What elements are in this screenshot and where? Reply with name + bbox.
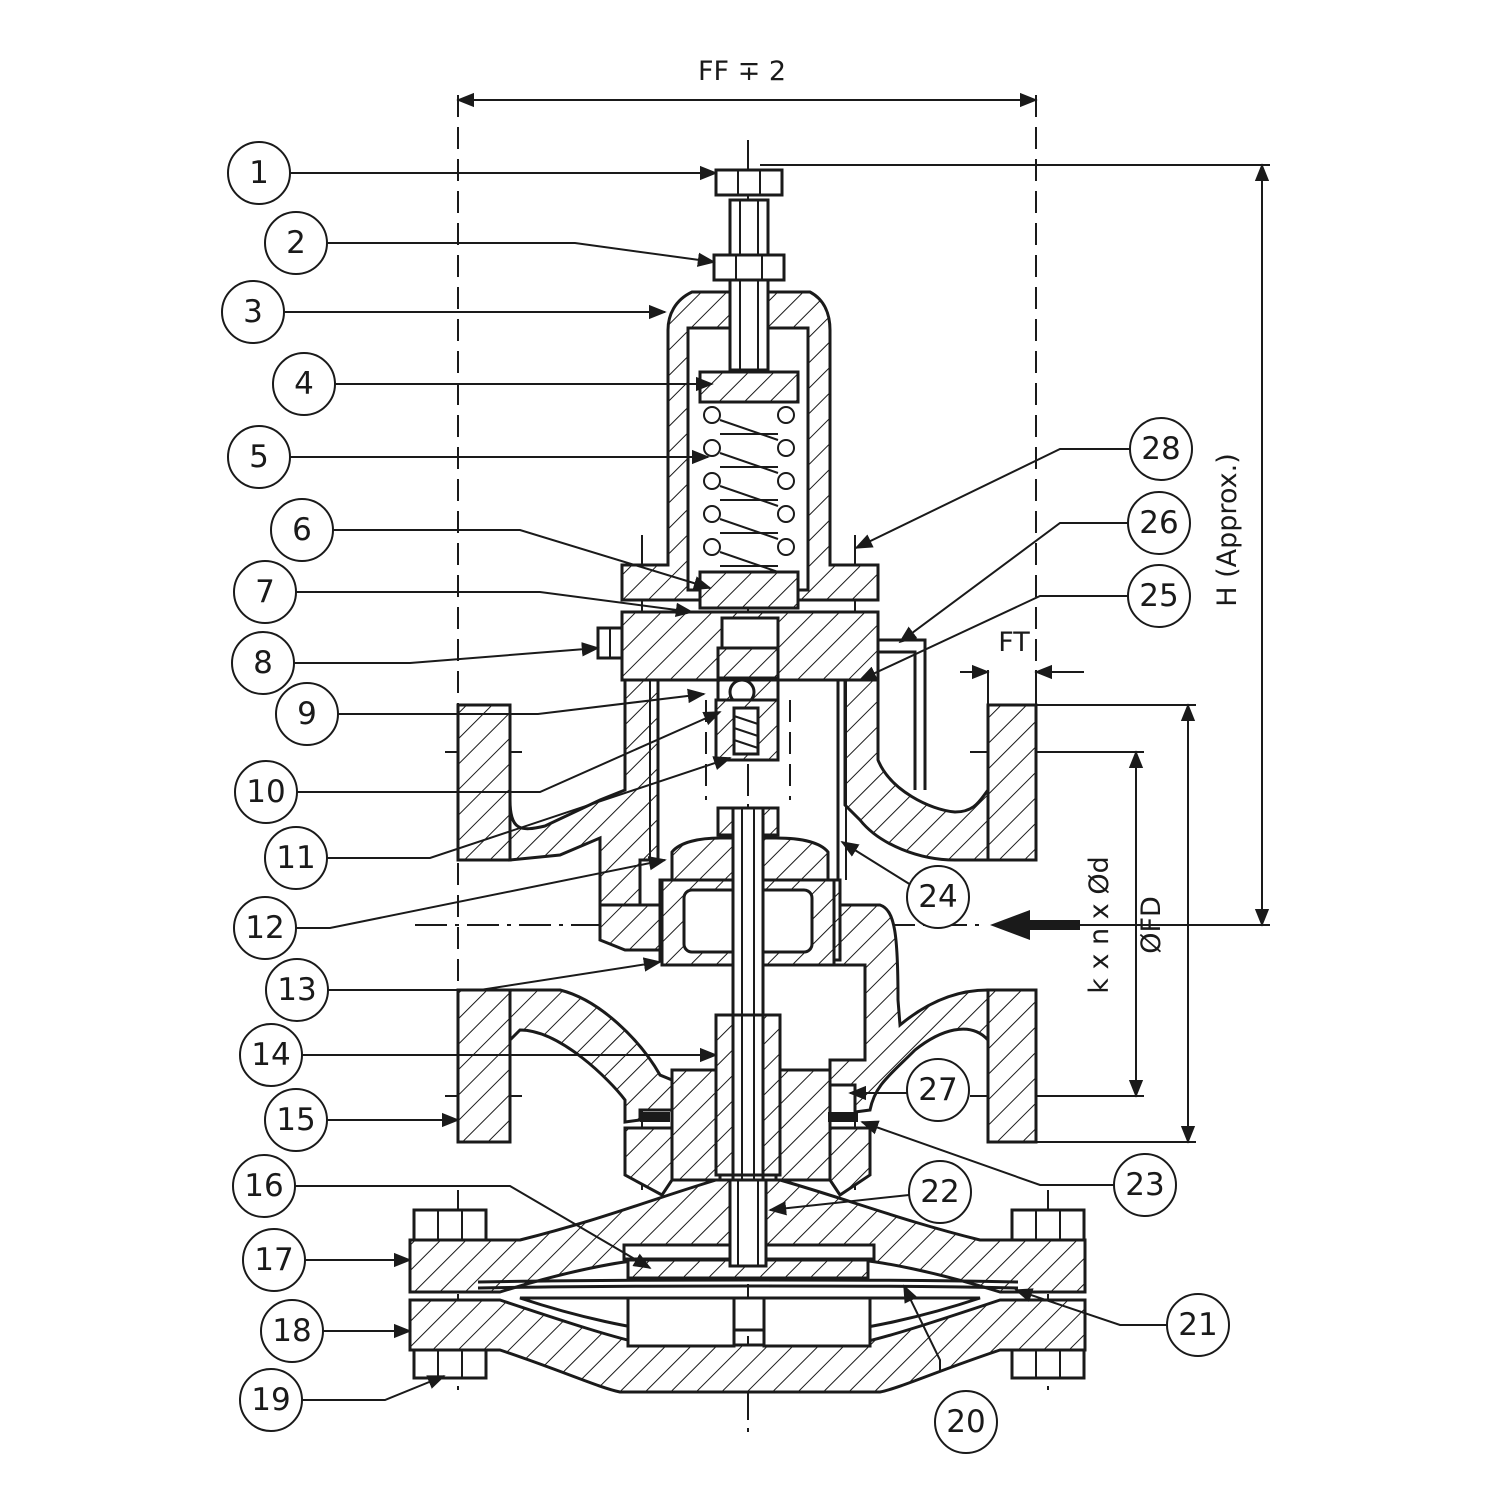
callout-27: 27 [906, 1058, 970, 1122]
svg-text:25: 25 [1139, 578, 1178, 614]
piston-assembly [640, 680, 858, 1270]
spring-coils [703, 406, 795, 589]
svg-text:15: 15 [276, 1102, 315, 1138]
callout-8: 8 [231, 631, 295, 695]
svg-text:28: 28 [1141, 431, 1180, 467]
callout-10: 10 [234, 760, 298, 824]
callout-24: 24 [906, 865, 970, 929]
svg-text:23: 23 [1125, 1167, 1164, 1203]
callout-28: 28 [1129, 417, 1193, 481]
callout-14: 14 [239, 1023, 303, 1087]
callout-13: 13 [265, 958, 329, 1022]
callout-23: 23 [1113, 1153, 1177, 1217]
callout-21: 21 [1166, 1293, 1230, 1357]
callout-11: 11 [264, 826, 328, 890]
svg-text:5: 5 [249, 439, 269, 475]
callout-15: 15 [264, 1088, 328, 1152]
callout-20: 20 [934, 1390, 998, 1454]
callout-18: 18 [260, 1299, 324, 1363]
callout-25: 25 [1127, 564, 1191, 628]
callout-7: 7 [233, 560, 297, 624]
pilot-block [596, 610, 927, 800]
dim-ft: FT [998, 627, 1030, 658]
dim-fd: ØFD [1136, 896, 1167, 954]
svg-text:11: 11 [276, 840, 315, 876]
dim-h: H (Approx.) [1212, 453, 1243, 606]
dimension-texts: FF ∓ 2 H (Approx.) FT ØFD k x n x Ød [698, 56, 1243, 994]
svg-text:22: 22 [920, 1174, 959, 1210]
svg-text:19: 19 [251, 1382, 290, 1418]
svg-text:14: 14 [251, 1037, 290, 1073]
svg-text:4: 4 [294, 366, 314, 402]
callout-12: 12 [233, 896, 297, 960]
svg-text:7: 7 [255, 574, 275, 610]
callout-16: 16 [232, 1154, 296, 1218]
svg-text:12: 12 [245, 910, 284, 946]
diaphragm-housing [408, 1178, 1087, 1394]
svg-text:6: 6 [292, 512, 312, 548]
callout-3: 3 [221, 280, 285, 344]
callout-9: 9 [275, 682, 339, 746]
spring-housing [620, 168, 880, 610]
callout-6: 6 [270, 498, 334, 562]
svg-text:2: 2 [286, 225, 306, 261]
dimension-lines [456, 92, 1270, 1144]
svg-text:13: 13 [277, 972, 316, 1008]
callout-4: 4 [272, 352, 336, 416]
svg-text:16: 16 [244, 1168, 283, 1204]
svg-text:10: 10 [246, 774, 285, 810]
svg-text:17: 17 [254, 1242, 293, 1278]
callout-17: 17 [242, 1228, 306, 1292]
callout-5: 5 [227, 425, 291, 489]
svg-text:20: 20 [946, 1404, 985, 1440]
svg-text:8: 8 [253, 645, 273, 681]
svg-text:3: 3 [243, 294, 263, 330]
leader-lines [284, 165, 1168, 1401]
callout-26: 26 [1127, 491, 1191, 555]
callout-19: 19 [239, 1368, 303, 1432]
svg-text:9: 9 [297, 696, 317, 732]
svg-text:27: 27 [918, 1072, 957, 1108]
callout-22: 22 [908, 1160, 972, 1224]
svg-text:18: 18 [272, 1313, 311, 1349]
svg-text:26: 26 [1139, 505, 1178, 541]
callout-1: 1 [227, 141, 291, 205]
dim-ff: FF ∓ 2 [698, 56, 786, 87]
callout-bubbles: 1 2 3 4 5 6 7 8 9 10 11 12 13 14 15 16 1… [221, 141, 1230, 1454]
svg-text:24: 24 [918, 879, 957, 915]
svg-text:21: 21 [1178, 1307, 1217, 1343]
dim-bolt-holes: k x n x Ød [1084, 856, 1115, 993]
svg-text:1: 1 [249, 155, 269, 191]
callout-2: 2 [264, 211, 328, 275]
